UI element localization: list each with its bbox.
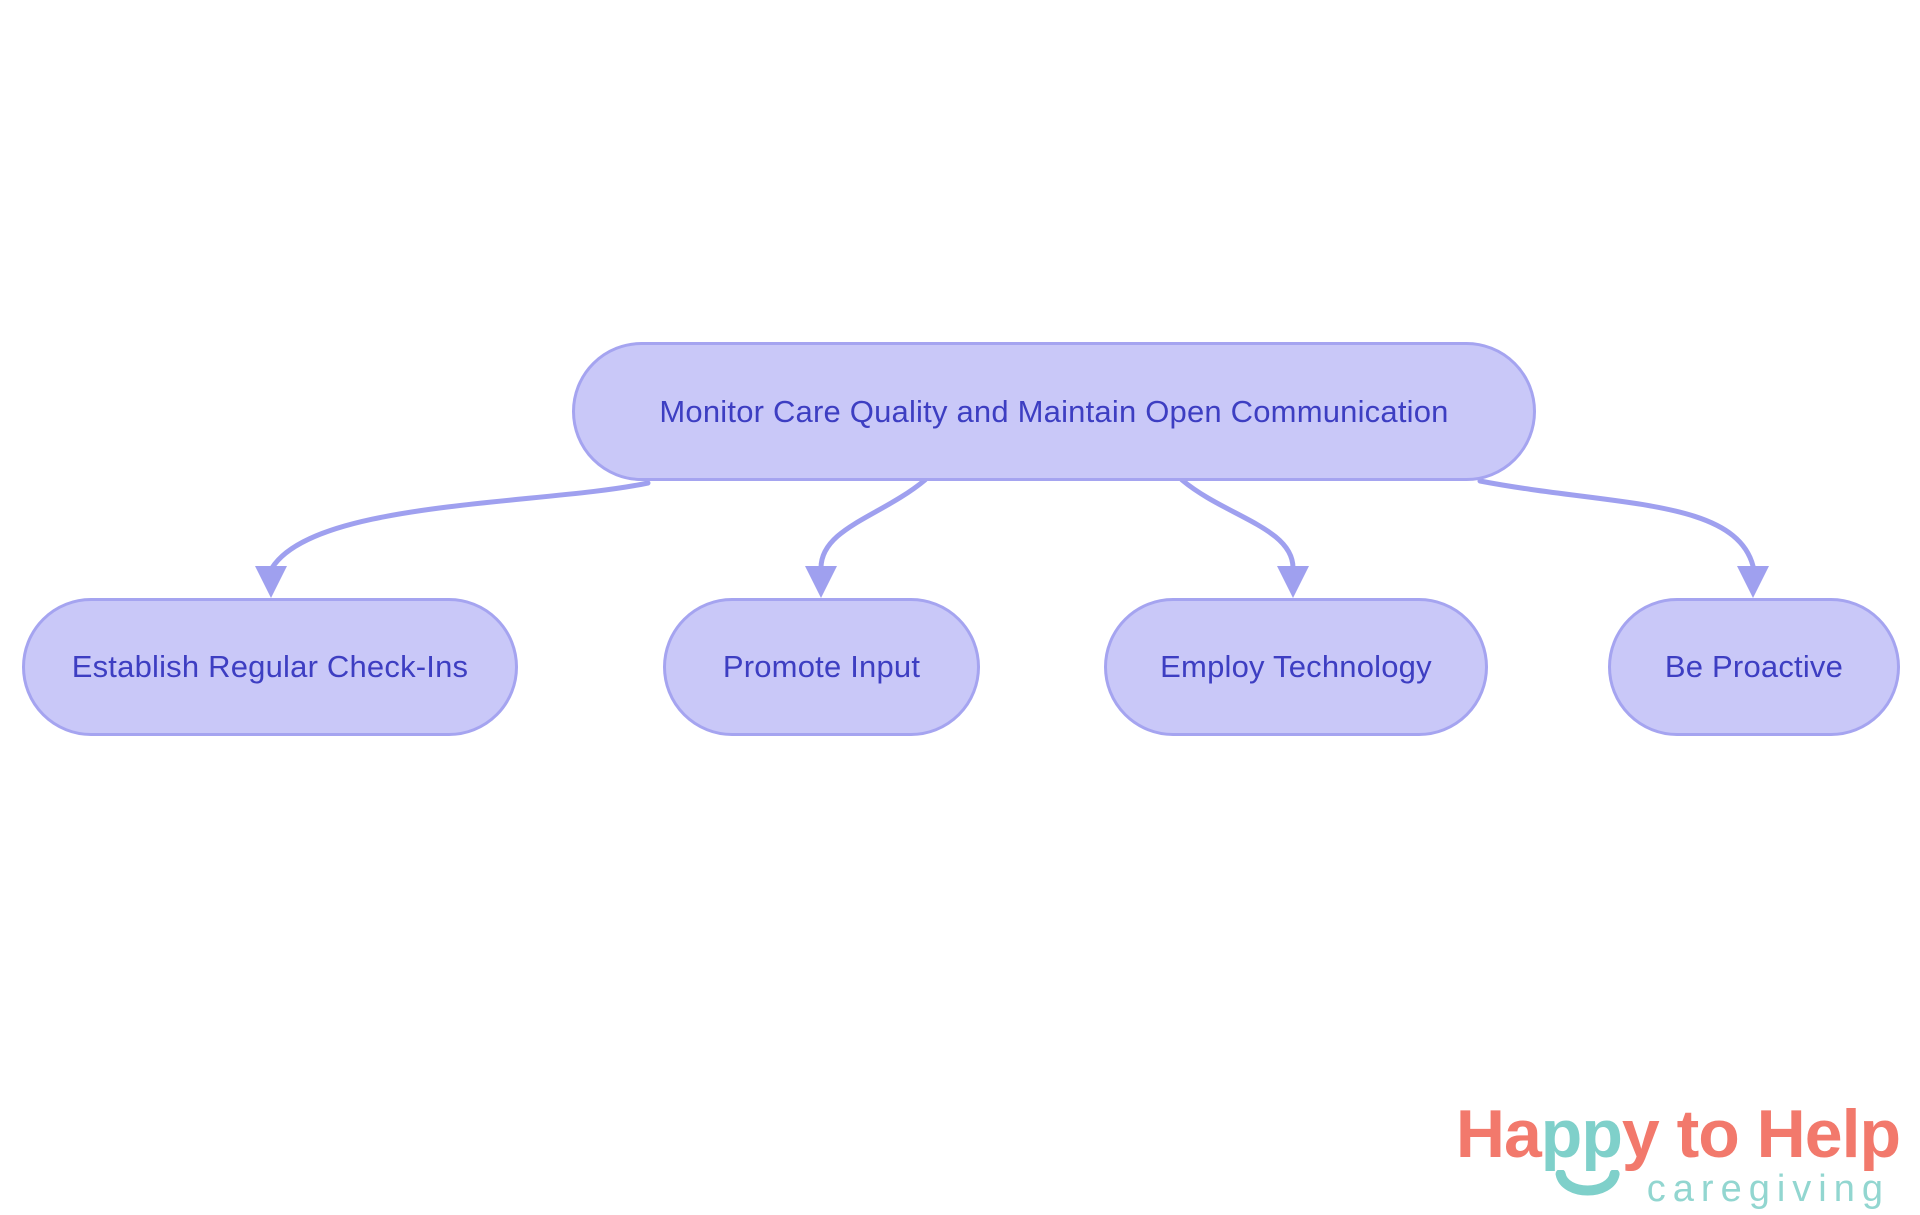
arrowhead-icon-4 (1737, 566, 1769, 598)
smile-icon (1555, 1170, 1620, 1196)
arrowhead-icon-1 (255, 566, 287, 598)
logo-text-pp: pp (1541, 1100, 1623, 1196)
flowchart-node-root: Monitor Care Quality and Maintain Open C… (572, 342, 1536, 481)
logo-text-y-to-help: y to Help (1621, 1096, 1901, 1172)
flowchart-node-label: Employ Technology (1160, 649, 1432, 684)
arrowhead-icon-3 (1277, 566, 1309, 598)
arrowhead-icon-2 (805, 566, 837, 598)
flowchart-node-label: Promote Input (722, 649, 921, 684)
flowchart-node-label: Be Proactive (1664, 649, 1844, 684)
connector-line-2 (818, 477, 928, 571)
connector-line-3 (1179, 477, 1296, 571)
flowchart-node-root-label: Monitor Care Quality and Maintain Open C… (659, 393, 1449, 429)
flowchart-node-establish-check-ins: Establish Regular Check-Ins (22, 598, 518, 736)
flowchart-node-be-proactive: Be Proactive (1608, 598, 1900, 736)
flowchart-node-promote-input: Promote Input (663, 598, 980, 736)
flowchart-node-employ-technology: Employ Technology (1104, 598, 1488, 736)
logo-subtitle: caregiving (1646, 1168, 1890, 1210)
flowchart-node-label: Establish Regular Check-Ins (71, 649, 469, 684)
connector-line-1 (269, 480, 651, 571)
connector-line-4 (1477, 478, 1756, 569)
logo-text-ha: Ha (1455, 1096, 1542, 1172)
